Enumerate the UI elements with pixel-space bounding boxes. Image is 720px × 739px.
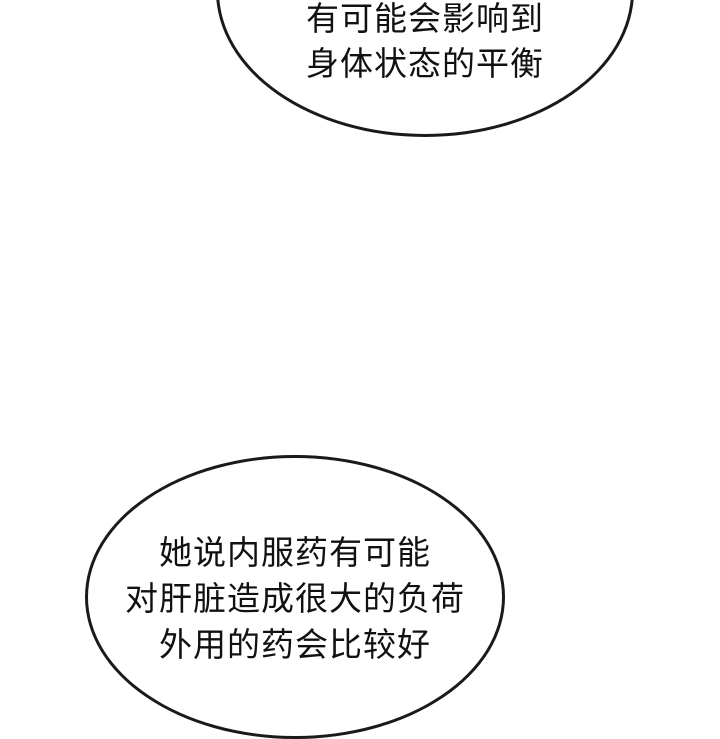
speech-line: 她说内服药有可能 — [159, 533, 431, 572]
speech-text-top: 有可能会影响到 身体状态的平衡 — [216, 0, 634, 86]
speech-line: 对肝脏造成很大的负荷 — [125, 579, 465, 618]
speech-text-bottom: 她说内服药有可能 对肝脏造成很大的负荷 外用的药会比较好 — [85, 530, 505, 668]
speech-line: 有可能会影响到 — [306, 0, 544, 38]
speech-line: 外用的药会比较好 — [159, 625, 431, 664]
speech-line: 身体状态的平衡 — [306, 44, 544, 83]
speech-bubble-bottom — [85, 455, 505, 739]
